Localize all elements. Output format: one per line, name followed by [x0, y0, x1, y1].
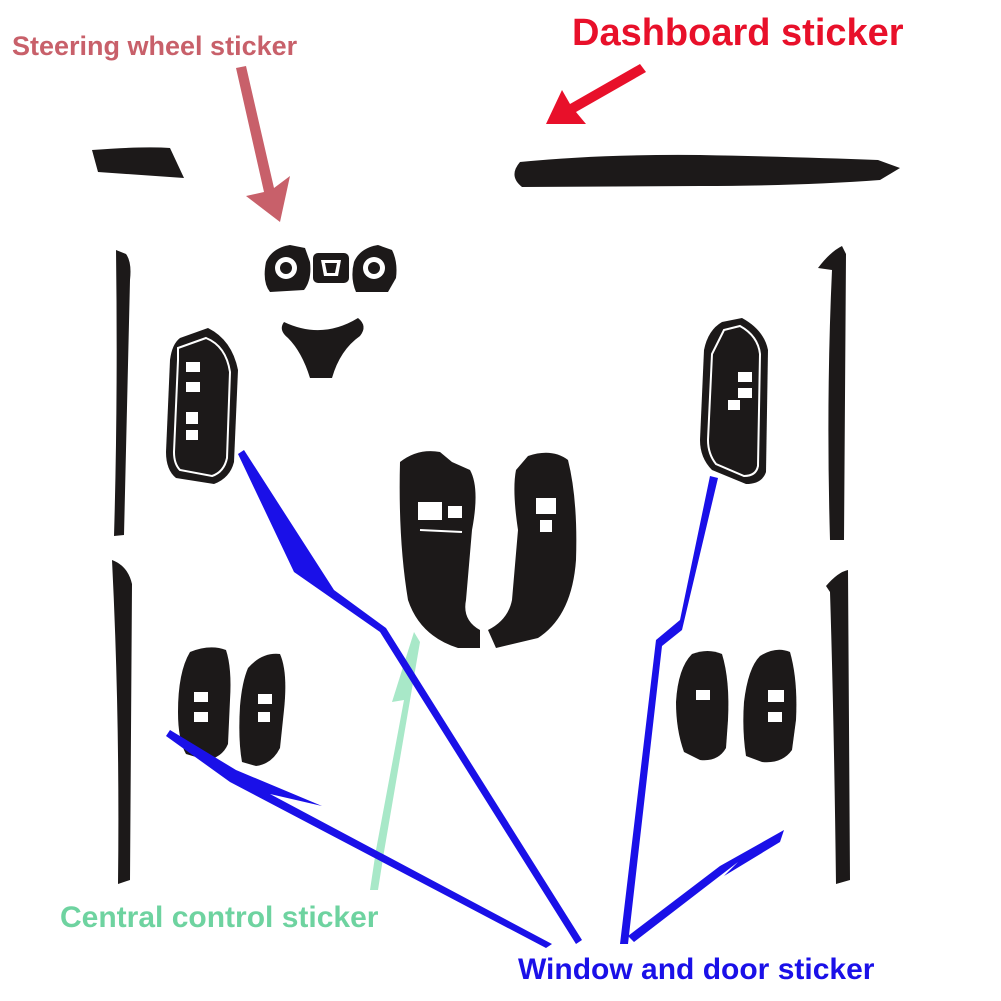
steering-wheel-arrow [236, 66, 290, 222]
door-trim-front-left [114, 250, 131, 536]
door-trim-rear-left [112, 560, 132, 884]
central-control-console [399, 451, 577, 648]
central-control-arrow [370, 632, 420, 890]
dashboard-strip [514, 154, 900, 187]
window-switch-panel-rear-left [178, 647, 286, 766]
door-trim-front-right [818, 246, 846, 540]
window-switch-panel-front-right [700, 318, 768, 484]
steering-trim-piece [92, 147, 184, 178]
door-trim-rear-right [826, 570, 850, 884]
window-door-sticker-label: Window and door sticker [518, 953, 875, 986]
steering-wheel-lower-cover [281, 318, 364, 378]
window-door-arrows [166, 450, 784, 948]
central-control-sticker-label: Central control sticker [60, 901, 379, 934]
dashboard-arrow [546, 64, 646, 124]
steering-wheel-sticker-label: Steering wheel sticker [12, 31, 298, 61]
window-switch-panel-rear-right [676, 649, 797, 763]
window-switch-panel-front-left [166, 328, 238, 484]
steering-wheel-buttons [264, 245, 397, 292]
dashboard-sticker-label: Dashboard sticker [572, 12, 904, 54]
